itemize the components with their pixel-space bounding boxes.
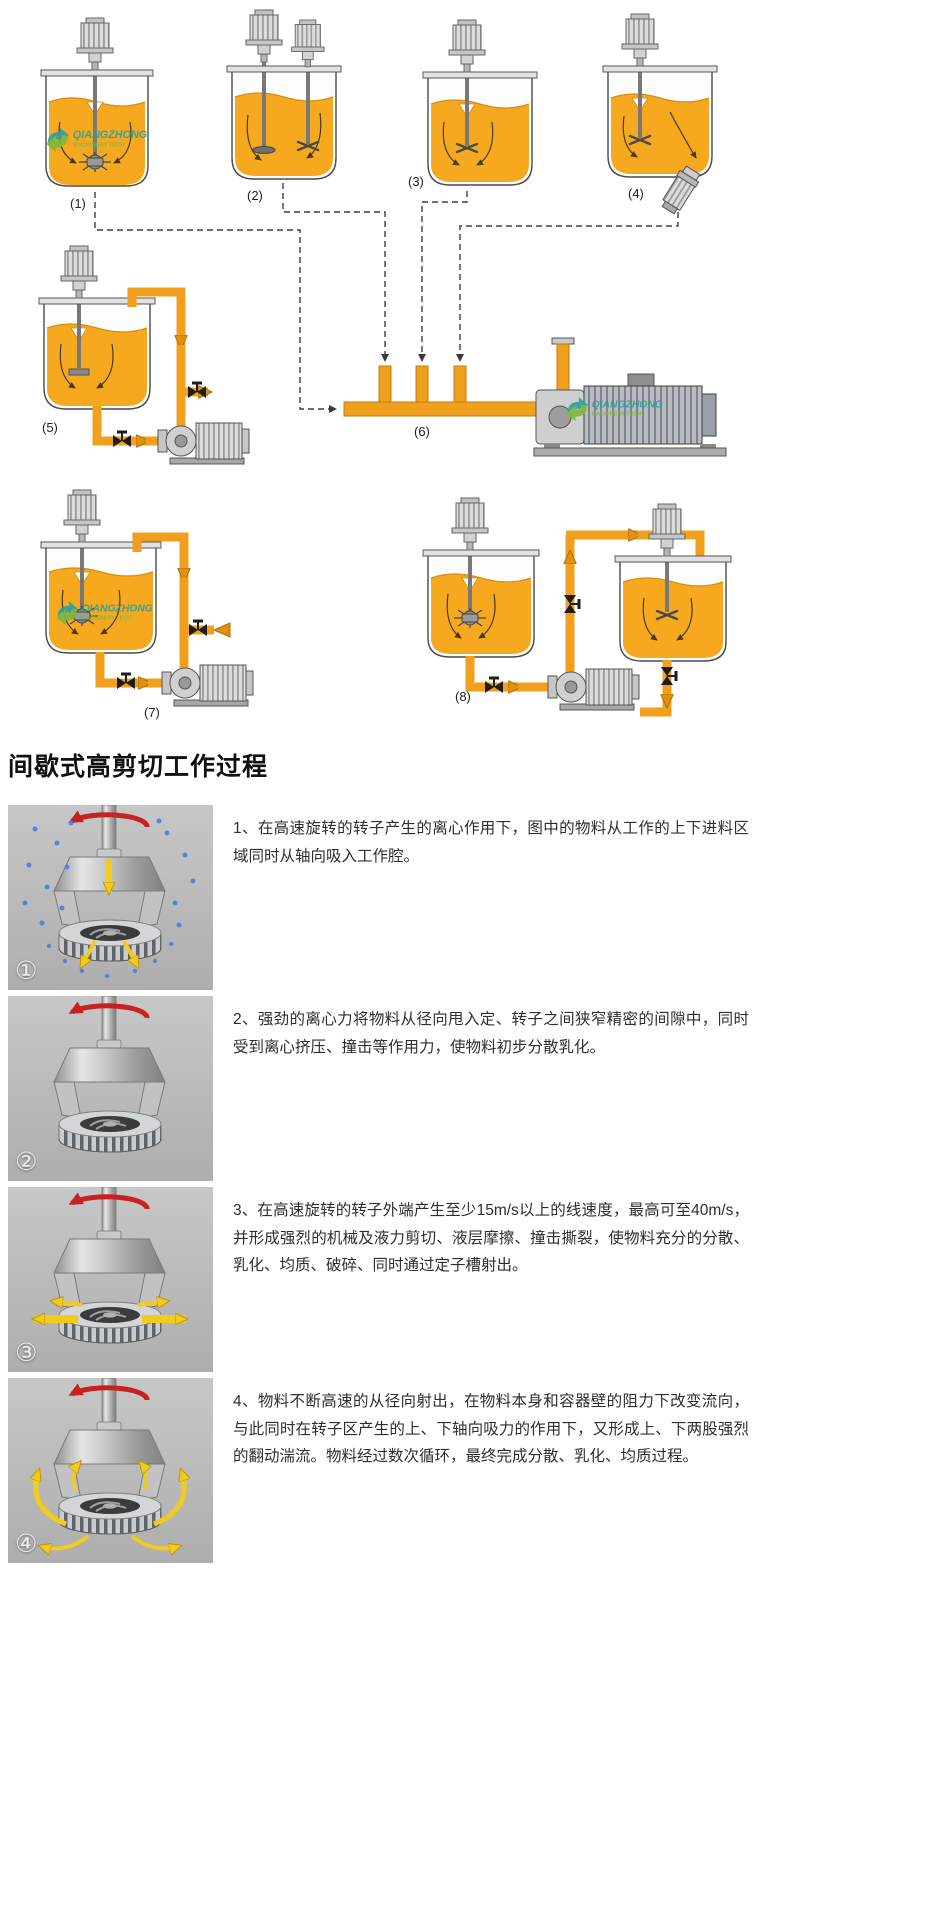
piping-diagram-canvas: QIANGZHONG MACHINERY TECH (1) (2)	[38, 9, 732, 720]
pump-motor	[583, 385, 703, 445]
mixer-motor	[291, 19, 325, 68]
diagram-5: (5)	[38, 245, 250, 465]
step-row-2: ② 2、强劲的离心力将物料从径向甩入定、转子之间狭窄精密的间隙中，同时受到离心挤…	[8, 995, 950, 1181]
diagram-3: (3)	[408, 19, 538, 189]
mixer-motor	[648, 503, 686, 557]
diagram-1: QIANGZHONG MACHINERY TECH (1)	[40, 17, 154, 211]
bottom-emulsifier-pump	[661, 165, 701, 215]
step-text-1: 1、在高速旋转的转子产生的离心作用下，图中的物料从工作的上下进料区域同时从轴向吸…	[233, 820, 749, 865]
svg-text:MACHINERY TECH: MACHINERY TECH	[82, 616, 132, 622]
rotation-arrow	[68, 1001, 150, 1019]
mixer-motor	[451, 497, 489, 551]
diagram-label-8: (8)	[455, 689, 471, 704]
mixer-head-illustration	[8, 804, 213, 990]
section-title: 间歇式高剪切工作过程	[8, 753, 269, 781]
svg-text:QIANGZHONG: QIANGZHONG	[592, 400, 663, 411]
step-number-badge: ③	[15, 1339, 38, 1367]
svg-text:QIANGZHONG: QIANGZHONG	[73, 129, 148, 141]
mixer-motor	[60, 245, 98, 299]
step-number-badge: ②	[15, 1148, 38, 1176]
axial-suction-arrows	[79, 859, 140, 967]
brand-watermark: QIANGZHONG MACHINERY TECH	[566, 397, 663, 422]
step-text-3: 3、在高速旋转的转子外端产生至少15m/s以上的线速度，最高可至40m/s，并形…	[233, 1202, 749, 1275]
svg-text:MACHINERY TECH: MACHINERY TECH	[73, 142, 125, 148]
step-image-3: ③	[8, 1186, 213, 1372]
diagram-2: (2)	[226, 9, 342, 203]
svg-text:QIANGZHONG: QIANGZHONG	[82, 604, 153, 615]
material-droplets	[22, 818, 196, 979]
diagram-8: (8)	[422, 497, 732, 717]
transfer-pump	[547, 668, 640, 711]
turbulence-arrows	[36, 1462, 184, 1548]
step-row-3: ③ 3、在高速旋转的转子外端产生至少15m/s以上的线速度，最高可至40m/s，…	[8, 1186, 950, 1372]
step-text-4: 4、物料不断高速的从径向射出，在物料本身和容器壁的阻力下改变流向，与此同时在转子…	[233, 1393, 749, 1466]
step-number-badge: ④	[15, 1530, 38, 1558]
recirculation-pump	[157, 422, 250, 465]
step-row-1: ① 1、在高速旋转的转子产生的离心作用下，图中的物料从工作的上下进料区域同时从轴…	[8, 804, 950, 990]
mixer-motor	[63, 489, 101, 543]
diagram-label-7: (7)	[144, 705, 160, 720]
diagram-4: (4)	[602, 13, 718, 215]
diagram-label-3: (3)	[408, 174, 424, 189]
recirculation-pump	[161, 664, 254, 707]
mixer-motor	[76, 17, 114, 71]
step-text-2: 2、强劲的离心力将物料从径向甩入定、转子之间狭窄精密的间隙中，同时受到离心挤压、…	[233, 1011, 749, 1056]
working-process-section: 间歇式高剪切工作过程	[0, 747, 950, 1563]
diagram-label-1: (1)	[70, 196, 86, 211]
installation-diagrams: QIANGZHONG MACHINERY TECH (1) (2)	[0, 0, 950, 735]
mixer-head-illustration	[8, 1377, 213, 1563]
diagram-7: QIANGZHONG MACHINERY TECH (7)	[40, 489, 254, 720]
brand-watermark: QIANGZHONG MACHINERY TECH	[46, 127, 148, 153]
diagram-label-4: (4)	[628, 186, 644, 201]
brand-watermark: QIANGZHONG MACHINERY TECH	[56, 601, 153, 626]
mixer-head-illustration	[8, 1186, 213, 1372]
step-image-2: ②	[8, 995, 213, 1181]
rotation-arrow	[68, 810, 150, 828]
mixer-motor	[621, 13, 659, 67]
mixer-head-illustration	[8, 995, 213, 1181]
diagram-label-2: (2)	[247, 188, 263, 203]
rotation-arrow	[68, 1192, 150, 1210]
mixer-motor	[245, 9, 283, 63]
mixer-motor	[448, 19, 486, 73]
dashed-transfer-lines	[94, 183, 679, 413]
rotation-arrow	[68, 1383, 150, 1401]
radial-outflow-arrows	[34, 1301, 186, 1319]
step-row-4: ④ 4、物料不断高速的从径向射出，在物料本身和容器壁的阻力下改变流向，与此同时在…	[8, 1377, 950, 1563]
step-image-1: ①	[8, 804, 213, 990]
diagram-label-5: (5)	[42, 420, 58, 435]
step-image-4: ④	[8, 1377, 213, 1563]
svg-text:MACHINERY TECH: MACHINERY TECH	[592, 412, 642, 418]
diagram-6: QIANGZHONG MACHINERY TECH (6)	[343, 337, 727, 457]
step-number-badge: ①	[15, 957, 38, 985]
diagram-label-6: (6)	[414, 424, 430, 439]
